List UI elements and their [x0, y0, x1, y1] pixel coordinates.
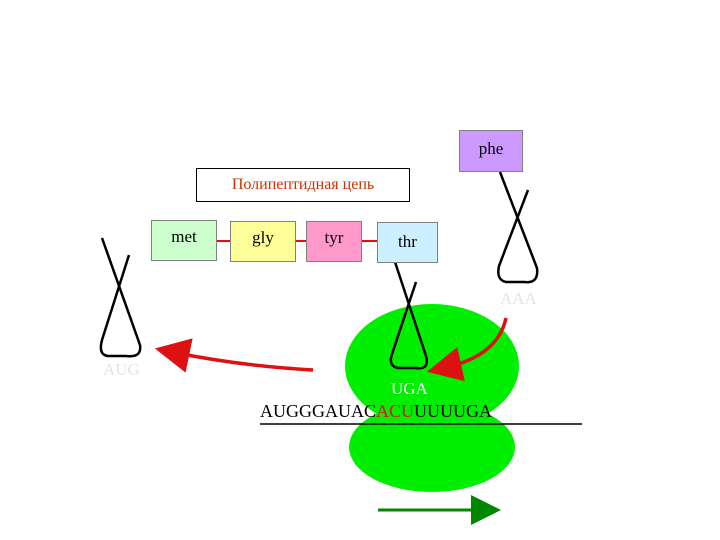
- mrna-after: UUUUGA: [414, 401, 493, 421]
- mrna-codon-highlight: ACU: [376, 401, 415, 421]
- amino-acid-phe: phe: [459, 130, 523, 172]
- trna-exiting: [99, 237, 142, 358]
- polypeptide-chain-title: Полипептидная цепь: [196, 168, 410, 202]
- mrna-before: AUGGGAUAC: [260, 401, 376, 421]
- exit-arrow: [154, 338, 314, 373]
- entry-arrow: [426, 317, 508, 382]
- amino-acid-phe-label: phe: [478, 139, 504, 158]
- amino-acid-tyr-label: tyr: [324, 228, 344, 247]
- amino-acid-met: met: [151, 220, 217, 261]
- amino-acid-met-label: met: [171, 227, 197, 246]
- trna-incoming: [497, 171, 539, 284]
- mrna-sequence: AUGGGAUACACUUUUUGA: [260, 401, 492, 422]
- amino-acid-gly-label: gly: [252, 228, 274, 247]
- amino-acid-thr-label: thr: [398, 232, 417, 251]
- anticodon-in-ribosome: UGA: [391, 379, 428, 398]
- trna-in-ribosome: [389, 261, 429, 370]
- amino-acid-thr: thr: [377, 222, 438, 263]
- amino-acid-gly: gly: [230, 221, 296, 262]
- amino-acid-tyr: tyr: [306, 221, 362, 262]
- anticodon-exiting: AUG: [103, 360, 140, 379]
- anticodon-incoming: AAA: [500, 289, 537, 308]
